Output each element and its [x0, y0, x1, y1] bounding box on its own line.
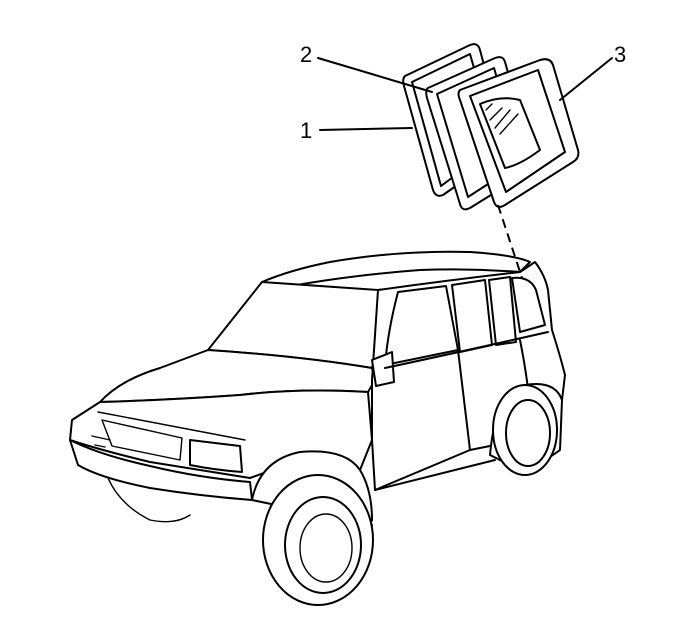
quarter-window-exploded-parts	[402, 43, 580, 279]
callout-2-number: 2	[300, 42, 312, 67]
installation-guide-line	[497, 204, 523, 279]
part-3-window-glass	[457, 58, 580, 208]
callout-3-number: 3	[614, 42, 626, 67]
callout-3: 3	[559, 42, 626, 101]
callout-2: 2	[300, 42, 433, 93]
callout-1: 1	[300, 118, 413, 143]
callout-1-number: 1	[300, 118, 312, 143]
vehicle-illustration	[69, 250, 566, 606]
